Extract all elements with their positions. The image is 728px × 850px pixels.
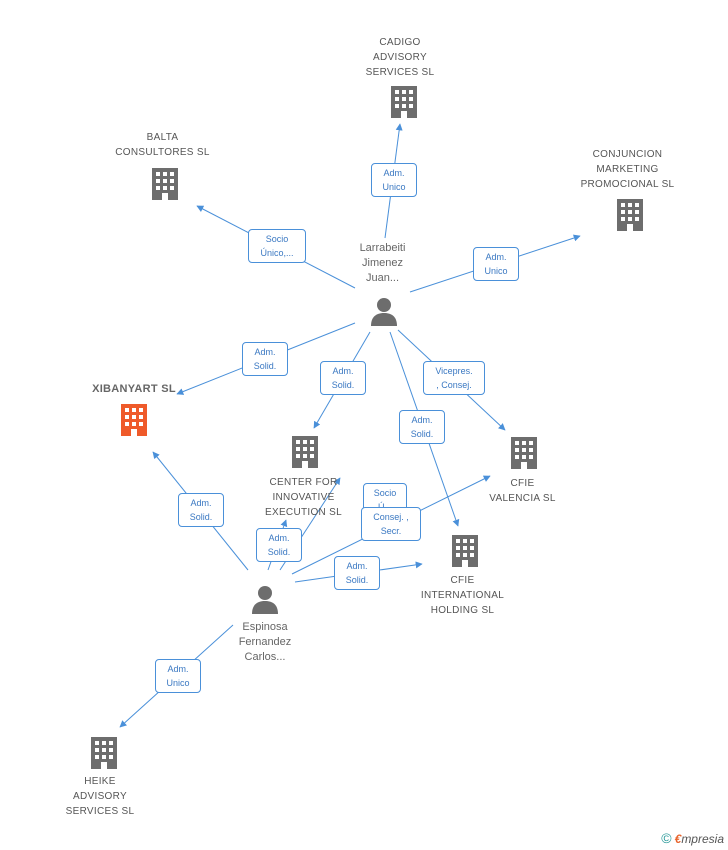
building-icon[interactable] <box>149 166 181 202</box>
edge-label-larrabeiti-balta: Socio Único,... <box>248 229 306 263</box>
building-icon[interactable] <box>508 435 540 471</box>
copyright-icon: © <box>661 830 672 846</box>
edge-label-espinosa-valencia: Consej. , Secr. <box>361 507 421 541</box>
edge-label-espinosa-international: Adm. Solid. <box>334 556 380 590</box>
edge-label-larrabeiti-valencia: Vicepres. , Consej. <box>423 361 485 395</box>
company-label-cadigo[interactable]: CADIGO ADVISORY SERVICES SL <box>365 37 435 78</box>
company-label-conjuncion[interactable]: CONJUNCION MARKETING PROMOCIONAL SL <box>580 149 675 190</box>
company-label-cfie-valencia[interactable]: CFIE VALENCIA SL <box>489 478 556 504</box>
building-icon[interactable] <box>289 434 321 470</box>
person-label-larrabeiti[interactable]: Larrabeiti Jimenez Juan... <box>359 242 406 284</box>
brand-logo-initial: € <box>674 832 682 846</box>
building-icon[interactable] <box>449 533 481 569</box>
empresia-watermark: ©€mpresia <box>661 830 724 846</box>
edge-label-larrabeiti-cadigo: Adm. Unico <box>371 163 417 197</box>
person-label-espinosa[interactable]: Espinosa Fernandez Carlos... <box>238 621 292 663</box>
edge-label-larrabeiti-international: Adm. Solid. <box>399 410 445 444</box>
edge-label-larrabeiti-xibanyart: Adm. Solid. <box>242 342 288 376</box>
person-icon[interactable] <box>250 584 280 614</box>
company-label-xibanyart[interactable]: XIBANYART SL <box>92 383 176 395</box>
company-label-center[interactable]: CENTER FOR INNOVATIVE EXECUTION SL <box>265 477 342 518</box>
company-label-heike[interactable]: HEIKE ADVISORY SERVICES SL <box>65 776 135 817</box>
building-icon[interactable] <box>388 84 420 120</box>
brand-logo-text: mpresia <box>681 832 724 846</box>
company-label-balta[interactable]: BALTA CONSULTORES SL <box>115 132 210 158</box>
building-icon-highlighted[interactable] <box>118 402 150 438</box>
edge-label-larrabeiti-center: Adm. Solid. <box>320 361 366 395</box>
edge-label-espinosa-xibanyart: Adm. Solid. <box>178 493 224 527</box>
edge-label-espinosa-heike: Adm. Unico <box>155 659 201 693</box>
building-icon[interactable] <box>614 197 646 233</box>
edge-label-espinosa-center-adm: Adm. Solid. <box>256 528 302 562</box>
building-icon[interactable] <box>88 735 120 771</box>
person-icon[interactable] <box>369 296 399 326</box>
company-label-cfie-international[interactable]: CFIE INTERNATIONAL HOLDING SL <box>420 575 505 616</box>
edge-label-larrabeiti-conjuncion: Adm. Unico <box>473 247 519 281</box>
